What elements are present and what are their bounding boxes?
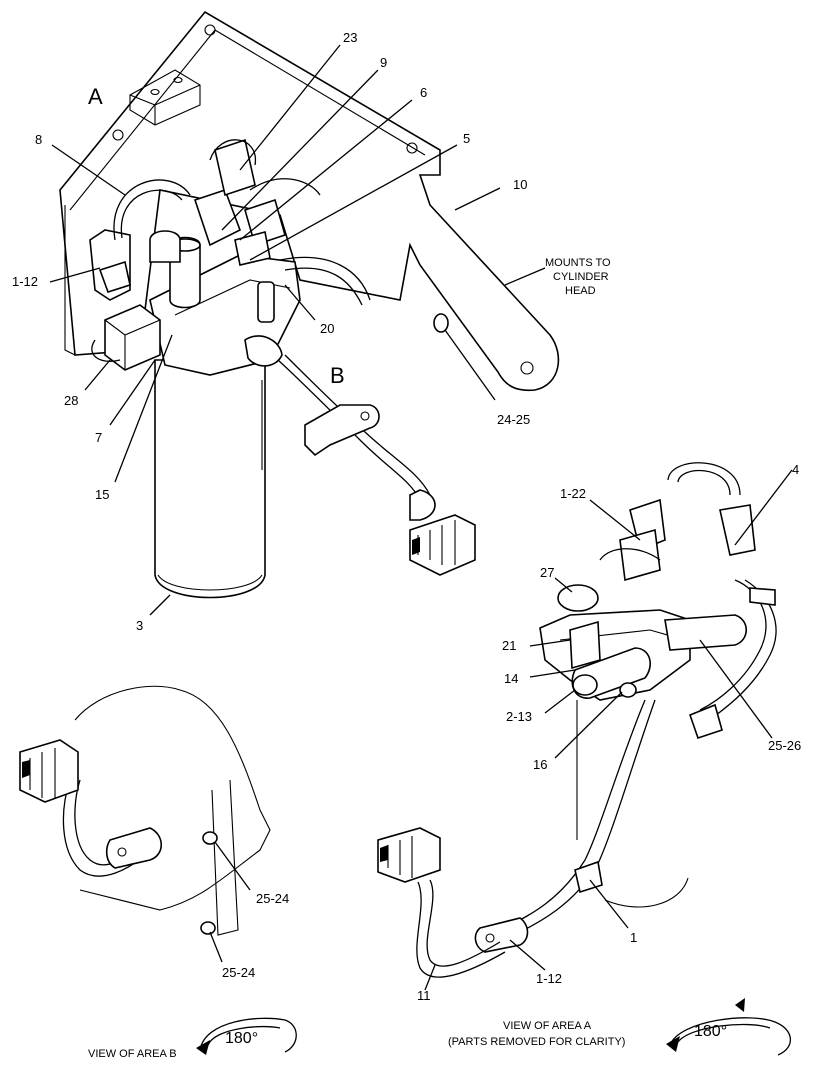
callout-3: 3 [136, 618, 143, 633]
caption-view-a-line1: VIEW OF AREA A [503, 1020, 592, 1032]
callout-25-24-b: 25-24 [222, 965, 255, 980]
leader-lines-view-b [209, 841, 251, 963]
note-mounts-line2: CYLINDER [553, 271, 609, 283]
callout-1-22: 1-22 [560, 486, 586, 501]
area-label-b: B [330, 363, 345, 388]
callout-23: 23 [343, 30, 357, 45]
view-a-assembly [377, 462, 777, 978]
callout-9: 9 [380, 55, 387, 70]
area-label-a: A [88, 84, 103, 109]
callout-2-13: 2-13 [506, 709, 532, 724]
rotation-arrow-b [196, 1017, 297, 1055]
callout-8: 8 [35, 132, 42, 147]
callout-20: 20 [320, 321, 334, 336]
callout-24-25: 24-25 [497, 412, 530, 427]
callout-7: 7 [95, 430, 102, 445]
view-b-assembly [19, 685, 271, 936]
callout-1-12-bottom: 1-12 [536, 971, 562, 986]
callout-25-24-a: 25-24 [256, 891, 289, 906]
caption-view-b: VIEW OF AREA B [88, 1048, 177, 1060]
leader-lines-main [49, 44, 546, 616]
rotation-label-a: 180° [694, 1023, 727, 1040]
callout-25-26: 25-26 [768, 738, 801, 753]
bracket-plate [59, 10, 560, 392]
callout-21: 21 [502, 638, 516, 653]
callout-10: 10 [513, 177, 527, 192]
note-mounts-line3: HEAD [565, 285, 596, 297]
callout-11: 11 [417, 988, 431, 1003]
callout-6: 6 [420, 85, 427, 100]
callout-14: 14 [504, 671, 518, 686]
callout-16: 16 [533, 757, 547, 772]
filter-canister [154, 359, 266, 599]
harness-upper [277, 256, 476, 576]
rotation-arrow-a [666, 998, 792, 1056]
leader-lines-view-a [424, 469, 793, 991]
caption-view-a-line2: (PARTS REMOVED FOR CLARITY) [448, 1036, 625, 1048]
callout-5: 5 [463, 131, 470, 146]
note-mounts-line1: MOUNTS TO [545, 257, 611, 269]
callout-28: 28 [64, 393, 78, 408]
rotation-label-b: 180° [225, 1030, 258, 1047]
callout-27: 27 [540, 565, 554, 580]
callout-1: 1 [630, 930, 637, 945]
callout-15: 15 [95, 487, 109, 502]
callout-1-12-top: 1-12 [12, 274, 38, 289]
callout-4: 4 [792, 462, 799, 477]
